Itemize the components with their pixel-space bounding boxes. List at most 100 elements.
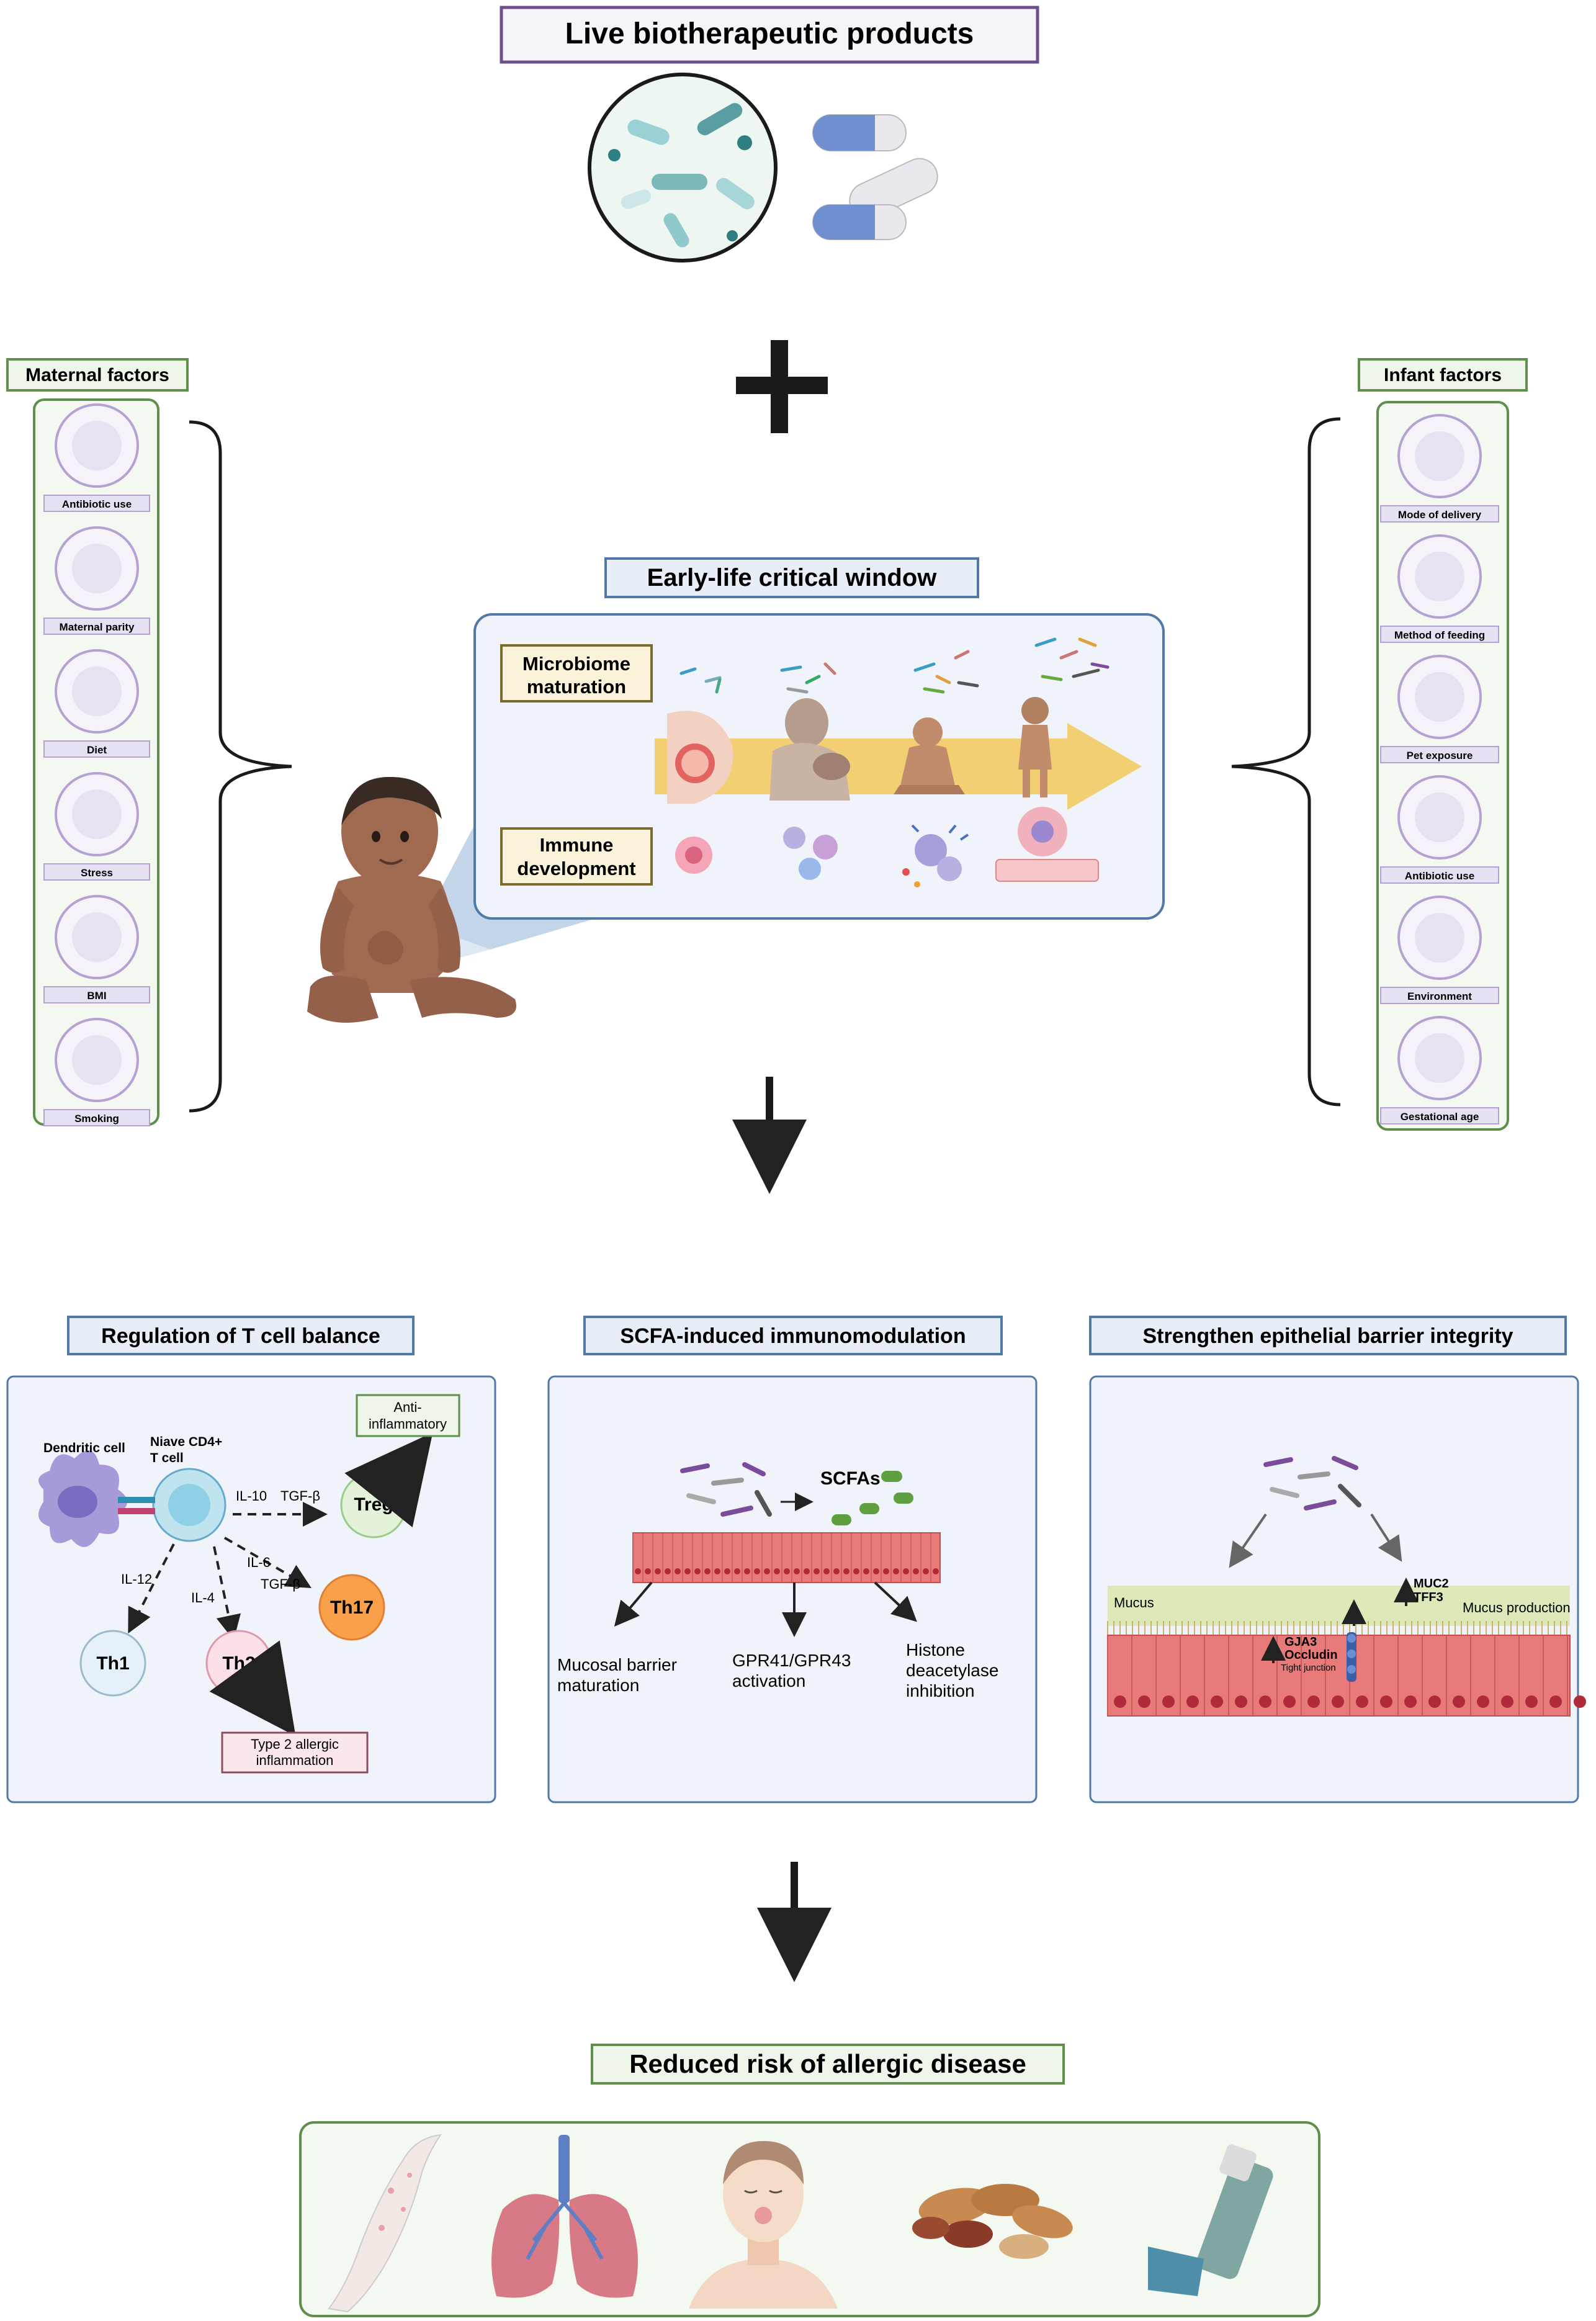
il12-label: IL-12 <box>121 1571 152 1587</box>
factor-item-factory-icon: Environment <box>1380 896 1499 1004</box>
dendritic-cell-icon <box>38 1450 127 1547</box>
arrow-to-th1 <box>128 1543 175 1634</box>
factor-label-box <box>43 740 150 758</box>
food-icon <box>55 649 139 734</box>
factor-label-box <box>1380 746 1499 763</box>
mucus-label: Mucus <box>1114 1595 1154 1610</box>
scfa-title-box <box>583 1316 1003 1355</box>
factor-label: Mode of delivery <box>1398 509 1482 521</box>
il10-label: IL-10 <box>236 1488 267 1504</box>
lungs-icon <box>491 2135 638 2298</box>
gja3-label: GJA3 <box>1284 1635 1317 1649</box>
th1-label: Th1 <box>96 1653 129 1674</box>
scfa-out1-1: Mucosal barrier <box>557 1655 677 1674</box>
immune-label-2: development <box>517 858 635 879</box>
barrier-arrow-left <box>1229 1513 1267 1568</box>
factor-item-dog-icon: Pet exposure <box>1380 655 1499 763</box>
pregnancy-stage-icon <box>667 711 733 804</box>
microbiome-label-2: maturation <box>527 676 626 698</box>
scfa-title: SCFA-induced immunomodulation <box>620 1324 966 1348</box>
maternal-header-box <box>6 358 189 392</box>
baby-illustration <box>307 776 516 1023</box>
scfa-out1-2: maturation <box>557 1676 639 1695</box>
type2-arrow <box>209 1640 296 1736</box>
body-icon <box>55 895 139 979</box>
top-title-box <box>500 6 1039 64</box>
inhaler-icon <box>1148 2144 1273 2296</box>
anti-label-1: Anti- <box>393 1399 421 1415</box>
maternal-brace <box>189 420 292 1113</box>
arrow-to-th2 <box>213 1546 241 1640</box>
peanuts-icon <box>912 2184 1073 2259</box>
dendritic-label: Dendritic cell <box>43 1441 125 1455</box>
scfa-out3-2: deacetylase <box>906 1661 998 1680</box>
tff3-label: TFF3 <box>1414 1591 1443 1604</box>
factor-label-box <box>1380 505 1499 523</box>
microbiome-label-box <box>500 644 653 703</box>
factor-label-box <box>43 617 150 635</box>
microbiome-cluster-icons <box>679 637 1110 694</box>
capsule-icon <box>55 403 139 488</box>
scfa-out2-1: GPR41/GPR43 <box>732 1651 851 1670</box>
factor-label: Method of feeding <box>1394 629 1485 641</box>
barrier-bacteria-icon <box>1263 1456 1361 1511</box>
th17-cell: Th17 <box>318 1574 385 1641</box>
microbiome-label-1: Microbiome <box>522 653 630 675</box>
infant-header: Infant factors <box>1384 365 1502 385</box>
factor-label-box <box>1380 866 1499 884</box>
th2-label: Th2 <box>222 1653 255 1674</box>
top-title: Live biotherapeutic products <box>565 17 974 50</box>
anti-label-2: inflammatory <box>369 1416 447 1432</box>
scfa-panel <box>547 1375 1038 1803</box>
mother-infant-stage-icon <box>769 698 850 801</box>
barrier-title-box <box>1089 1316 1567 1355</box>
maternal-header: Maternal factors <box>25 365 169 385</box>
factor-label-box <box>1380 1107 1499 1125</box>
infant-brace <box>1231 417 1341 1107</box>
type2-box <box>221 1731 369 1774</box>
window-title: Early-life critical window <box>647 564 938 591</box>
scfa-arrow-right <box>874 1581 917 1622</box>
factor-item-food-icon: Diet <box>43 649 150 758</box>
tight-junction-label: Tight junction <box>1281 1663 1336 1673</box>
tgfb-label-2: TGF-β <box>261 1576 300 1592</box>
fetus-calendar-icon <box>1397 1016 1482 1100</box>
factor-label-box <box>43 863 150 881</box>
anti-inflammatory-box <box>356 1394 460 1437</box>
factor-label: Gestational age <box>1401 1111 1479 1123</box>
immune-cell-icons <box>675 807 1099 887</box>
barrier-epithelium-icon <box>1107 1586 1586 1717</box>
tcell-title-box <box>67 1316 415 1355</box>
feeding-bottle-icon <box>1397 534 1482 619</box>
tgfb-label-1: TGF-β <box>280 1488 320 1504</box>
th2-cell: Th2 <box>205 1630 272 1697</box>
treg-label: Treg <box>354 1494 393 1515</box>
barrier-arrow-right <box>1370 1513 1402 1562</box>
factor-label: Antibiotic use <box>1405 870 1474 882</box>
factor-item-feeding-bottle-icon: Method of feeding <box>1380 534 1499 643</box>
factor-label: Maternal parity <box>60 621 135 633</box>
sitting-baby-stage-icon <box>894 717 965 794</box>
infant-header-box <box>1358 358 1528 392</box>
factory-icon <box>1397 896 1482 980</box>
stress-brain-icon <box>55 772 139 856</box>
factor-item-birth-icon: Mode of delivery <box>1380 414 1499 523</box>
naive-label-2: T cell <box>150 1451 184 1465</box>
dog-icon <box>1397 655 1482 739</box>
petri-dish-icon <box>588 73 778 263</box>
scfa-label: SCFAs <box>820 1468 881 1489</box>
factor-label: Stress <box>81 867 113 879</box>
scfa-out3-1: Histone <box>906 1640 965 1659</box>
capsules-icon <box>812 114 938 240</box>
pregnancy-icon <box>55 526 139 611</box>
rhinitis-face-icon <box>689 2141 838 2309</box>
th1-cell: Th1 <box>79 1630 146 1697</box>
th17-label: Th17 <box>330 1597 374 1618</box>
muc2-label: MUC2 <box>1414 1577 1449 1591</box>
factor-label: Pet exposure <box>1407 750 1473 761</box>
naive-t-cell-icon <box>118 1468 226 1542</box>
factor-label-box <box>43 495 150 512</box>
factor-item-cigarette-icon: Smoking <box>43 1018 150 1126</box>
factor-label: BMI <box>87 990 106 1002</box>
